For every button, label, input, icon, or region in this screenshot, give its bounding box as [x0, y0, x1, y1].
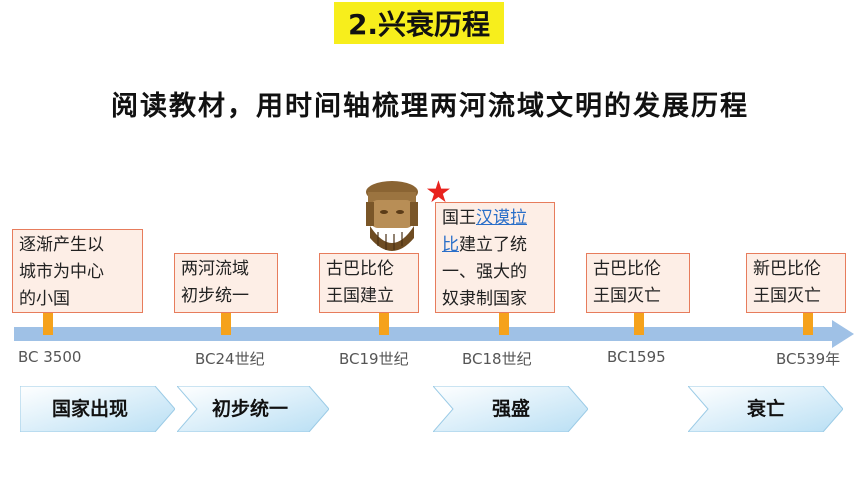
- subtitle: 阅读教材，用时间轴梳理两河流域文明的发展历程: [111, 91, 749, 122]
- event-4-prefix: 国王: [442, 208, 476, 228]
- event-5-line-1: 古巴比伦: [593, 259, 661, 279]
- timeline-tick-6: [803, 313, 813, 335]
- event-4-line-4: 奴隶制国家: [442, 289, 527, 309]
- stage-arrow-3: 强盛: [433, 386, 588, 432]
- stage-arrow-2: 初步统一: [177, 386, 329, 432]
- timeline-label-2: BC24世纪: [195, 350, 265, 368]
- event-6-line-2: 王国灭亡: [753, 286, 821, 306]
- event-box-2: 两河流域 初步统一: [174, 253, 278, 313]
- event-1-line-2: 城市为中心: [19, 262, 104, 282]
- stage-label-4: 衰亡: [746, 398, 785, 420]
- hammurabi-link-cont[interactable]: 比: [442, 235, 459, 255]
- event-box-3: 古巴比伦 王国建立: [319, 253, 419, 313]
- timeline-label-5: BC1595: [607, 348, 666, 366]
- timeline-tick-3: [379, 313, 389, 335]
- stage-label-3: 强盛: [491, 398, 530, 420]
- event-4-line-2-rest: 建立了统: [459, 235, 527, 255]
- stage-label-2: 初步统一: [211, 398, 288, 420]
- event-1-line-1: 逐渐产生以: [19, 235, 104, 255]
- timeline-tick-2: [221, 313, 231, 335]
- timeline-axis: [14, 327, 834, 341]
- timeline-arrow-icon: [832, 320, 854, 348]
- section-title: 2.兴衰历程: [334, 2, 504, 44]
- event-4-line-3: 一、强大的: [442, 262, 527, 282]
- event-box-4: 国王汉谟拉 比建立了统 一、强大的 奴隶制国家: [435, 202, 555, 313]
- event-2-line-2: 初步统一: [181, 286, 249, 306]
- timeline-label-4: BC18世纪: [462, 350, 532, 368]
- timeline-label-3: BC19世纪: [339, 350, 409, 368]
- stage-label-1: 国家出现: [51, 398, 128, 420]
- timeline-tick-1: [43, 313, 53, 335]
- timeline-label-6: BC539年: [776, 350, 841, 368]
- event-6-line-1: 新巴比伦: [753, 259, 821, 279]
- event-4-line-1: 国王汉谟拉: [442, 205, 548, 232]
- red-star-icon: ★: [425, 175, 452, 210]
- event-5-line-2: 王国灭亡: [593, 286, 661, 306]
- hammurabi-link[interactable]: 汉谟拉: [476, 208, 527, 228]
- event-3-line-1: 古巴比伦: [326, 259, 394, 279]
- event-4-line-2: 比建立了统: [442, 232, 548, 259]
- stage-arrow-1: 国家出现: [20, 386, 175, 432]
- hammurabi-head-image: [366, 181, 418, 251]
- event-box-6: 新巴比伦 王国灭亡: [746, 253, 846, 313]
- event-3-line-2: 王国建立: [326, 286, 394, 306]
- timeline-tick-5: [634, 313, 644, 335]
- stage-arrow-4: 衰亡: [688, 386, 843, 432]
- timeline-tick-4: [499, 313, 509, 335]
- event-2-line-1: 两河流域: [181, 259, 249, 279]
- event-box-5: 古巴比伦 王国灭亡: [586, 253, 690, 313]
- event-box-1: 逐渐产生以 城市为中心 的小国: [12, 229, 143, 313]
- event-1-line-3: 的小国: [19, 289, 70, 309]
- timeline-label-1: BC 3500: [18, 348, 82, 366]
